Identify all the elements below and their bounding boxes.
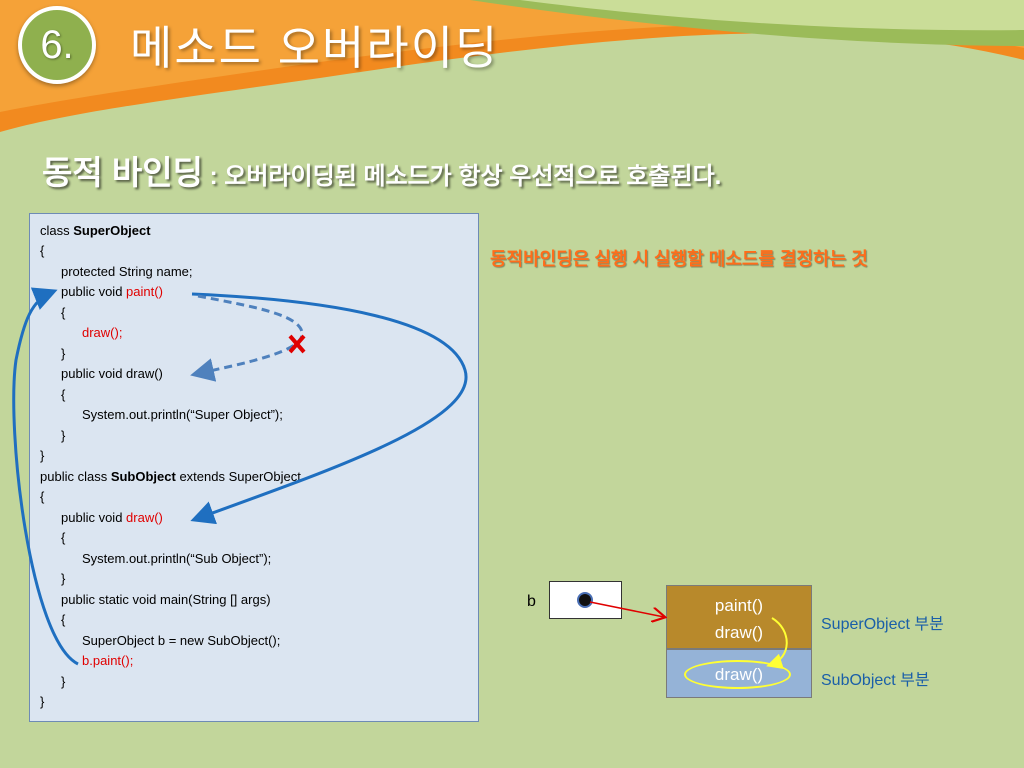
- code-line: {: [61, 305, 66, 320]
- superobject-part-label: SuperObject 부분: [821, 616, 944, 633]
- call-paint: b.paint();: [82, 653, 134, 668]
- reference-box: [549, 581, 622, 619]
- code-line: }: [61, 571, 66, 586]
- code-line: {: [61, 530, 66, 545]
- reference-label: b: [527, 593, 536, 610]
- code-line: public void draw(): [61, 510, 163, 526]
- code-line: {: [61, 612, 66, 627]
- code-keyword: public void: [61, 284, 127, 299]
- subobject-part-label: SubObject 부분: [821, 672, 930, 689]
- code-keyword: class: [40, 223, 74, 238]
- highlight-ellipse: [684, 660, 791, 689]
- code-line: System.out.println(“Sub Object”);: [82, 551, 272, 566]
- code-line: {: [61, 387, 66, 402]
- dynamic-binding-note: 동적바인딩은 실행 시 실행할 메소드를 결정하는 것: [490, 249, 868, 269]
- code-line: }: [61, 674, 66, 689]
- class-name-subobject: SubObject: [110, 469, 176, 484]
- code-line: }: [61, 346, 66, 361]
- reference-dot: [577, 592, 593, 608]
- superobject-part: paint() draw(): [666, 585, 812, 649]
- subtitle-main: 동적 바인딩: [42, 154, 203, 191]
- code-line: System.out.println(“Super Object”);: [82, 407, 283, 422]
- code-line: {: [40, 243, 45, 258]
- code-line: class SuperObject: [40, 223, 151, 239]
- code-line: public static void main(String [] args): [61, 592, 271, 607]
- class-name-superobject: SuperObject: [73, 223, 151, 238]
- code-keyword: public void: [61, 510, 127, 525]
- code-line: {: [40, 489, 45, 504]
- subobject-part: draw(): [666, 649, 812, 698]
- code-line: }: [61, 428, 66, 443]
- code-keyword: public class: [40, 469, 111, 484]
- code-panel: class SuperObject { protected String nam…: [29, 213, 479, 722]
- method-paint: paint(): [126, 284, 163, 299]
- subtitle: 동적 바인딩 : 오버라이딩된 메소드가 항상 우선적으로 호출된다.: [42, 146, 721, 194]
- method-draw-override: draw(): [126, 510, 163, 525]
- code-keyword: extends SuperObject: [175, 469, 301, 484]
- page-title: 메소드 오버라이딩: [130, 22, 500, 74]
- code-line: }: [40, 448, 45, 463]
- code-line: public class SubObject extends SuperObje…: [40, 469, 301, 485]
- subtitle-detail: : 오버라이딩된 메소드가 항상 우선적으로 호출된다.: [202, 163, 722, 190]
- super-method-draw: draw(): [714, 623, 764, 642]
- code-line: public void draw(): [61, 366, 163, 381]
- sub-method-draw: draw(): [714, 665, 764, 684]
- code-line: public void paint(): [61, 284, 163, 300]
- code-line: protected String name;: [61, 264, 193, 279]
- header-swoosh: [0, 0, 1024, 132]
- code-line: }: [40, 694, 45, 709]
- section-number-badge: 6.: [18, 6, 96, 84]
- call-draw: draw();: [82, 325, 123, 340]
- super-method-paint: paint(): [714, 596, 764, 615]
- code-line: SuperObject b = new SubObject();: [82, 633, 281, 648]
